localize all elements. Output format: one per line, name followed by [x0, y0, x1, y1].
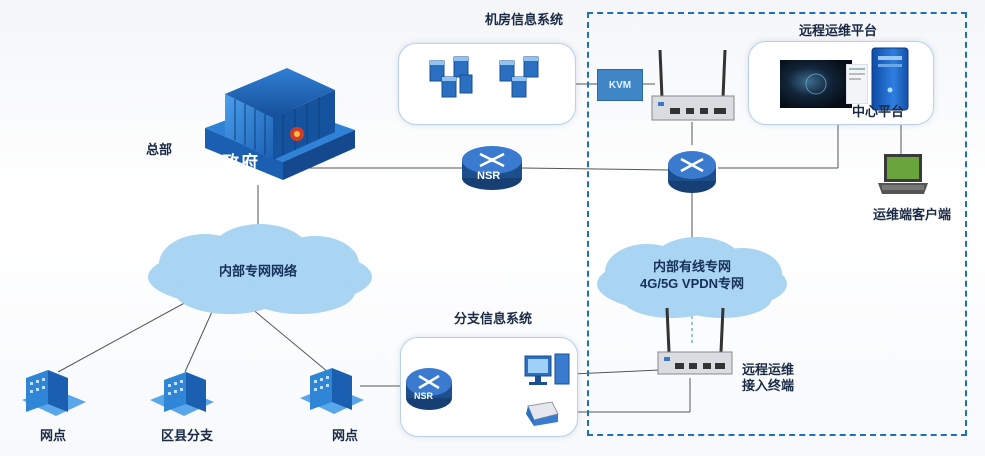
access-terminal-top — [651, 49, 735, 121]
site-building-left — [22, 370, 86, 416]
server-tower-icon — [871, 47, 909, 111]
desktop-pc-icon — [524, 353, 570, 385]
district-building — [150, 372, 214, 416]
internal-network-cloud — [148, 224, 372, 314]
core-router-icon — [668, 151, 716, 193]
branch-nsr-router-icon — [406, 368, 452, 410]
laptop-client — [878, 154, 928, 194]
center-platform-label: 中心平台 — [851, 104, 905, 119]
wired-network-label: 内部有线专网 4G/5G VPDN专网 — [640, 258, 744, 292]
ops-client-label: 运维端客户端 — [872, 207, 952, 222]
server-group-left — [429, 56, 473, 98]
hq-label: 总部 — [146, 142, 173, 157]
machine-room-box — [398, 43, 576, 125]
remote-terminal-line1: 远程运维 — [742, 362, 795, 377]
platform-document — [846, 64, 868, 104]
internal-network-label: 内部专网网络 — [218, 263, 298, 279]
district-label: 区县分支 — [160, 428, 214, 443]
nsr-router-text: NSR — [477, 170, 501, 182]
branch-system-label: 分支信息系统 — [453, 311, 533, 326]
access-terminal-bottom — [657, 307, 733, 375]
remote-ops-region — [587, 12, 967, 436]
printer-icon — [526, 401, 559, 426]
wired-network-line1: 内部有线专网 — [652, 259, 731, 274]
server-group-right — [499, 56, 539, 98]
branch-nsr-text: NSR — [414, 391, 434, 401]
gov-building-text: 政府 — [222, 153, 260, 173]
nsr-router-icon — [462, 146, 522, 190]
machine-room-label: 机房信息系统 — [484, 12, 564, 27]
kvm-switch: KVM — [597, 69, 643, 101]
site-left-label: 网点 — [39, 428, 67, 443]
platform-screen — [780, 60, 852, 108]
wired-network-line2: 4G/5G VPDN专网 — [639, 276, 745, 291]
wired-vpdn-cloud — [597, 237, 787, 318]
site-building-right — [300, 368, 364, 414]
remote-terminal-line2: 接入终端 — [742, 378, 795, 393]
remote-platform-label: 远程运维平台 — [798, 23, 878, 38]
gov-building — [205, 68, 355, 180]
site-right-label: 网点 — [331, 428, 359, 443]
remote-terminal-label: 远程运维 接入终端 — [742, 362, 794, 394]
